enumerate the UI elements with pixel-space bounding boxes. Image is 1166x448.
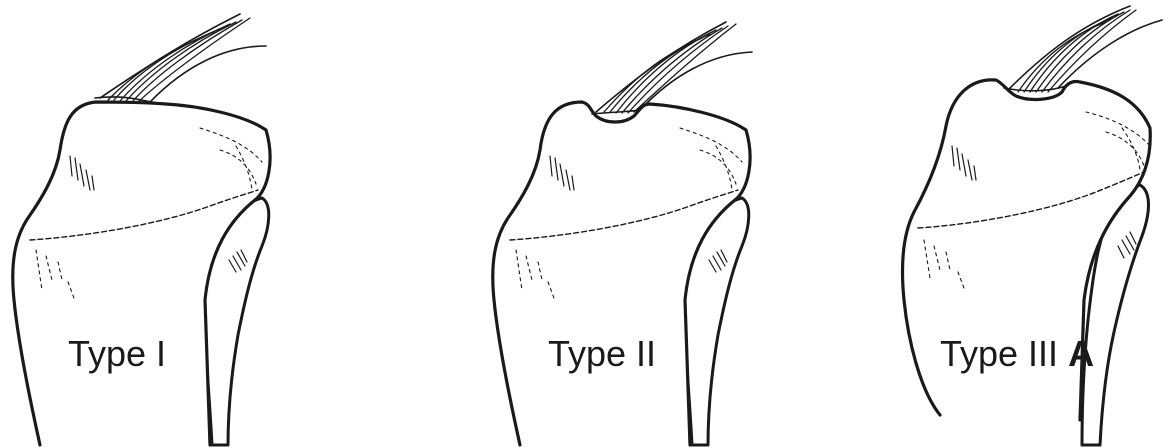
- ligament: [592, 22, 752, 114]
- panel-label: Type II: [548, 333, 656, 374]
- ligament: [95, 14, 266, 104]
- ligament: [1004, 6, 1162, 92]
- panel-type-1: Type I: [13, 14, 270, 445]
- panel-label-main: Type III: [940, 333, 1058, 374]
- panel-label-suffix: A: [1068, 333, 1094, 374]
- panel-type-2: Type II: [493, 22, 752, 445]
- panel-label: Type I: [68, 333, 166, 374]
